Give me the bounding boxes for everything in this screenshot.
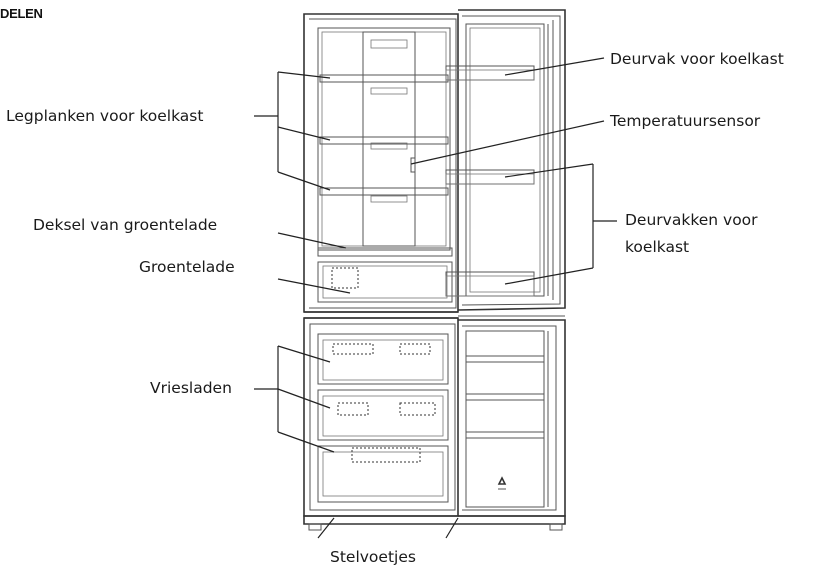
leader-lines (254, 57, 617, 539)
label-vriesladen: Vriesladen (150, 379, 232, 397)
label-temperatuursensor: Temperatuursensor (609, 112, 761, 130)
label-deurvak: Deurvak voor koelkast (610, 50, 784, 68)
label-deurvakken-line1: Deurvakken voor (625, 211, 758, 229)
label-deksel-groentelade: Deksel van groentelade (33, 216, 217, 234)
label-legplanken: Legplanken voor koelkast (6, 107, 203, 125)
label-deurvakken-line2: koelkast (625, 238, 689, 256)
label-stelvoetjes: Stelvoetjes (330, 548, 416, 566)
fridge-illustration (303, 9, 566, 531)
label-groentelade: Groentelade (139, 258, 235, 276)
section-heading: DELEN (0, 6, 43, 21)
